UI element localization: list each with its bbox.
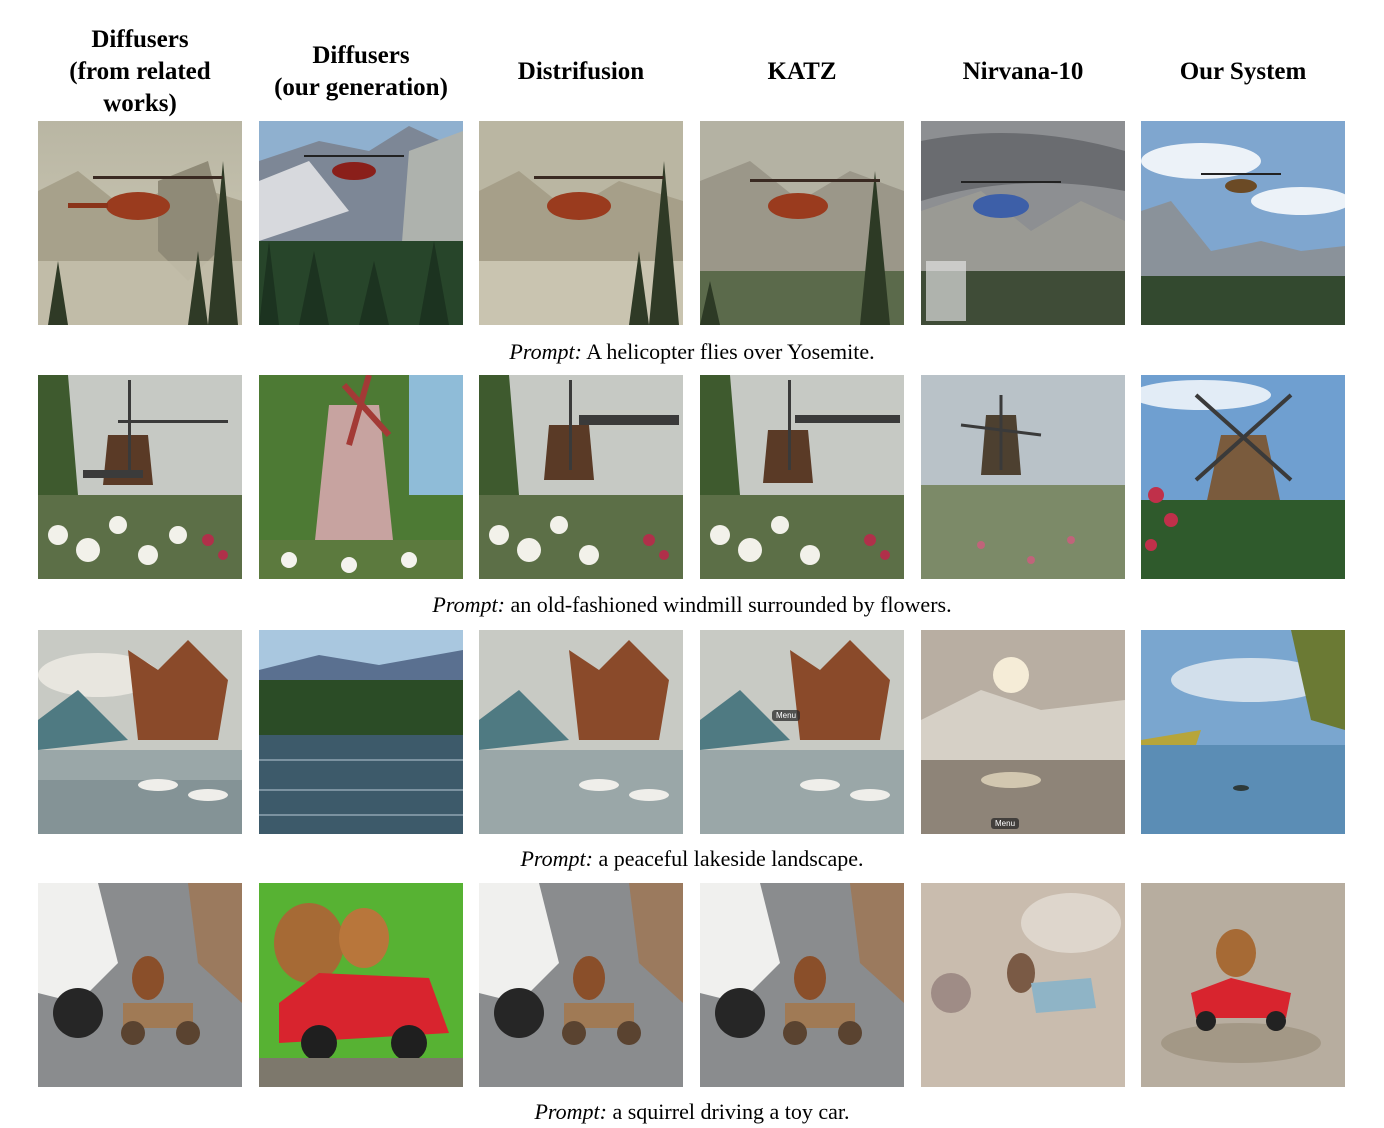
image-lakeside-distrifusion — [479, 630, 683, 834]
menu-overlay-chip[interactable]: Menu — [991, 818, 1020, 829]
column-header-diffusers-ours: Diffusers (our generation) — [274, 42, 448, 101]
image-windmill-diffusers-related — [38, 375, 242, 579]
image-squirrel-katz — [700, 883, 904, 1087]
image-squirrel-distrifusion — [479, 883, 683, 1087]
column-header-diffusers-related: Diffusers (from related works) — [69, 26, 211, 117]
caption-row-3: Prompt: a peaceful lakeside landscape. — [520, 846, 864, 871]
image-lakeside-diffusers-related — [38, 630, 242, 834]
image-windmill-nirvana — [921, 375, 1125, 579]
image-windmill-our-system — [1141, 375, 1345, 579]
image-lakeside-katz: Menu — [700, 630, 904, 834]
image-helicopter-diffusers-ours — [259, 121, 463, 325]
image-lakeside-nirvana: Menu — [921, 630, 1125, 834]
image-squirrel-diffusers-related — [38, 883, 242, 1087]
image-helicopter-diffusers-related — [38, 121, 242, 325]
column-header-nirvana: Nirvana-10 — [962, 58, 1084, 85]
image-helicopter-nirvana — [921, 121, 1125, 325]
image-windmill-distrifusion — [479, 375, 683, 579]
image-squirrel-diffusers-ours — [259, 883, 463, 1087]
image-helicopter-katz — [700, 121, 904, 325]
column-header-our-system: Our System — [1179, 58, 1307, 85]
menu-overlay-chip[interactable]: Menu — [772, 710, 801, 721]
image-squirrel-nirvana — [921, 883, 1125, 1087]
image-lakeside-diffusers-ours — [259, 630, 463, 834]
image-windmill-katz — [700, 375, 904, 579]
image-helicopter-our-system — [1141, 121, 1345, 325]
caption-row-1: Prompt: A helicopter flies over Yosemite… — [509, 339, 875, 364]
image-squirrel-our-system — [1141, 883, 1345, 1087]
column-header-katz: KATZ — [767, 58, 837, 85]
caption-row-4: Prompt: a squirrel driving a toy car. — [534, 1099, 850, 1124]
image-windmill-diffusers-ours — [259, 375, 463, 579]
column-header-distrifusion: Distrifusion — [517, 58, 645, 85]
image-lakeside-our-system — [1141, 630, 1345, 834]
caption-row-2: Prompt: an old-fashioned windmill surrou… — [432, 592, 952, 617]
image-helicopter-distrifusion — [479, 121, 683, 325]
